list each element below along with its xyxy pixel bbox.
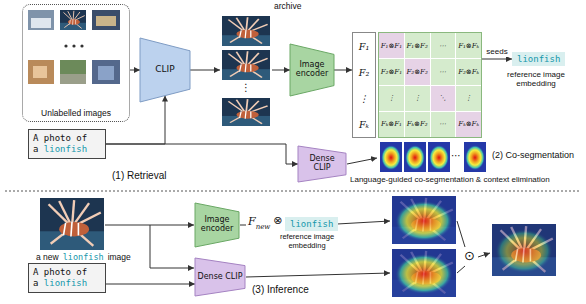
caption-text: reference image embedding xyxy=(498,70,574,88)
reference-embedding: lionfish xyxy=(512,52,565,66)
dense-clip: Dense CLIP xyxy=(298,146,346,182)
node-text: F₁⊗F₁ xyxy=(379,33,404,58)
archive-stack: archive xyxy=(220,14,272,128)
node-text: F₁ xyxy=(359,41,369,52)
node-text: F₁⊗F₂ xyxy=(405,33,430,58)
node-text: F₂⊗F₂ xyxy=(405,59,430,84)
node-text: F₂ xyxy=(359,67,369,78)
node-text: lionfish xyxy=(290,219,333,229)
node-text: lionfish xyxy=(517,54,560,64)
trapezoid-outline xyxy=(195,258,245,296)
node-text: ⋮ xyxy=(405,86,430,111)
node-text: Dense CLIP xyxy=(195,273,244,282)
node-text: ⋮ xyxy=(456,86,481,111)
node-text: ⋯ xyxy=(431,33,456,58)
feature-symbol: F xyxy=(248,216,256,229)
node-text: ⋮ xyxy=(379,86,404,111)
reference-embedding: lionfish xyxy=(285,217,338,231)
image-pool: Unlabelled images xyxy=(22,4,130,122)
connector-arrow xyxy=(482,59,512,60)
clip-model: CLIP xyxy=(140,38,190,102)
dense-clip: Dense CLIP xyxy=(195,258,245,296)
similarity-matrix: F₁⊗F₁F₁⊗F₂⋯F₁⊗FₖF₂⊗F₁F₂⊗F₂⋯F₂⊗Fₖ⋮⋮⋱⋮Fₖ⊗F… xyxy=(378,32,482,138)
ellipsis: ⋯ xyxy=(451,150,461,162)
feature-subscript: new xyxy=(256,223,271,231)
stage-label: (2) Co-segmentation xyxy=(492,150,574,160)
image-encoder: Image encoder xyxy=(290,44,334,96)
connector-arrow xyxy=(106,144,298,164)
connector-arrow xyxy=(334,70,352,71)
trapezoid-outline xyxy=(195,203,239,247)
stage-label: (3) Inference xyxy=(252,284,309,296)
text-prompt: A photo of alionfish xyxy=(28,263,106,293)
connector-arrow xyxy=(106,284,195,285)
caption-text: image xyxy=(108,253,131,263)
connector-arrow xyxy=(106,96,165,144)
trapezoid-outline xyxy=(298,146,346,182)
trapezoid-outline xyxy=(290,44,334,96)
ellipsis: ⋮ xyxy=(241,82,251,94)
node-text: Dense CLIP xyxy=(298,155,346,173)
node-text: lionfish xyxy=(44,278,87,288)
connector-arrow xyxy=(190,70,220,71)
connector-arrow xyxy=(130,70,140,71)
caption-text: reference image embedding xyxy=(276,233,338,250)
caption-class: lionfish xyxy=(63,253,104,263)
edge-label: seeds xyxy=(486,48,507,57)
node-text: Image encoder xyxy=(290,61,334,79)
node-text: Fₖ⊗F₁ xyxy=(379,112,404,137)
node-text: ⋮ xyxy=(359,93,369,104)
node-text: CLIP xyxy=(153,65,176,75)
node-text: Fₖ⊗F₂ xyxy=(405,112,430,137)
operator-symbol: ⊙ xyxy=(464,249,475,264)
text-prompt: A photo of alionfish xyxy=(28,129,106,159)
node-text: Image encoder xyxy=(195,216,239,234)
node-text: Fₖ⊗Fₖ xyxy=(456,112,481,137)
caption-text: a new xyxy=(36,253,59,263)
node-text: ⋱ xyxy=(431,86,456,111)
node-text: ⋯ xyxy=(431,112,456,137)
node-text: F₂⊗Fₖ xyxy=(456,59,481,84)
node-text: archive xyxy=(274,1,301,11)
operator-symbol: ⊗ xyxy=(273,215,282,228)
caption-text: Language-guided co-segmentation & contex… xyxy=(350,175,550,184)
stage-label: (1) Retrieval xyxy=(112,170,166,182)
feature-column: F₁ F₂ ⋮ Fₖ xyxy=(352,32,376,138)
image-encoder: Image encoder xyxy=(195,203,239,247)
node-text: ⋯ xyxy=(431,59,456,84)
connector-arrow xyxy=(272,70,290,71)
trapezoid-outline xyxy=(140,38,190,102)
node-text: F₂⊗F₁ xyxy=(379,59,404,84)
node-text: lionfish xyxy=(44,144,87,154)
node-text: F₁⊗Fₖ xyxy=(456,33,481,58)
node-text: Unlabelled images xyxy=(23,108,129,118)
node-text: Fₖ xyxy=(359,119,369,130)
